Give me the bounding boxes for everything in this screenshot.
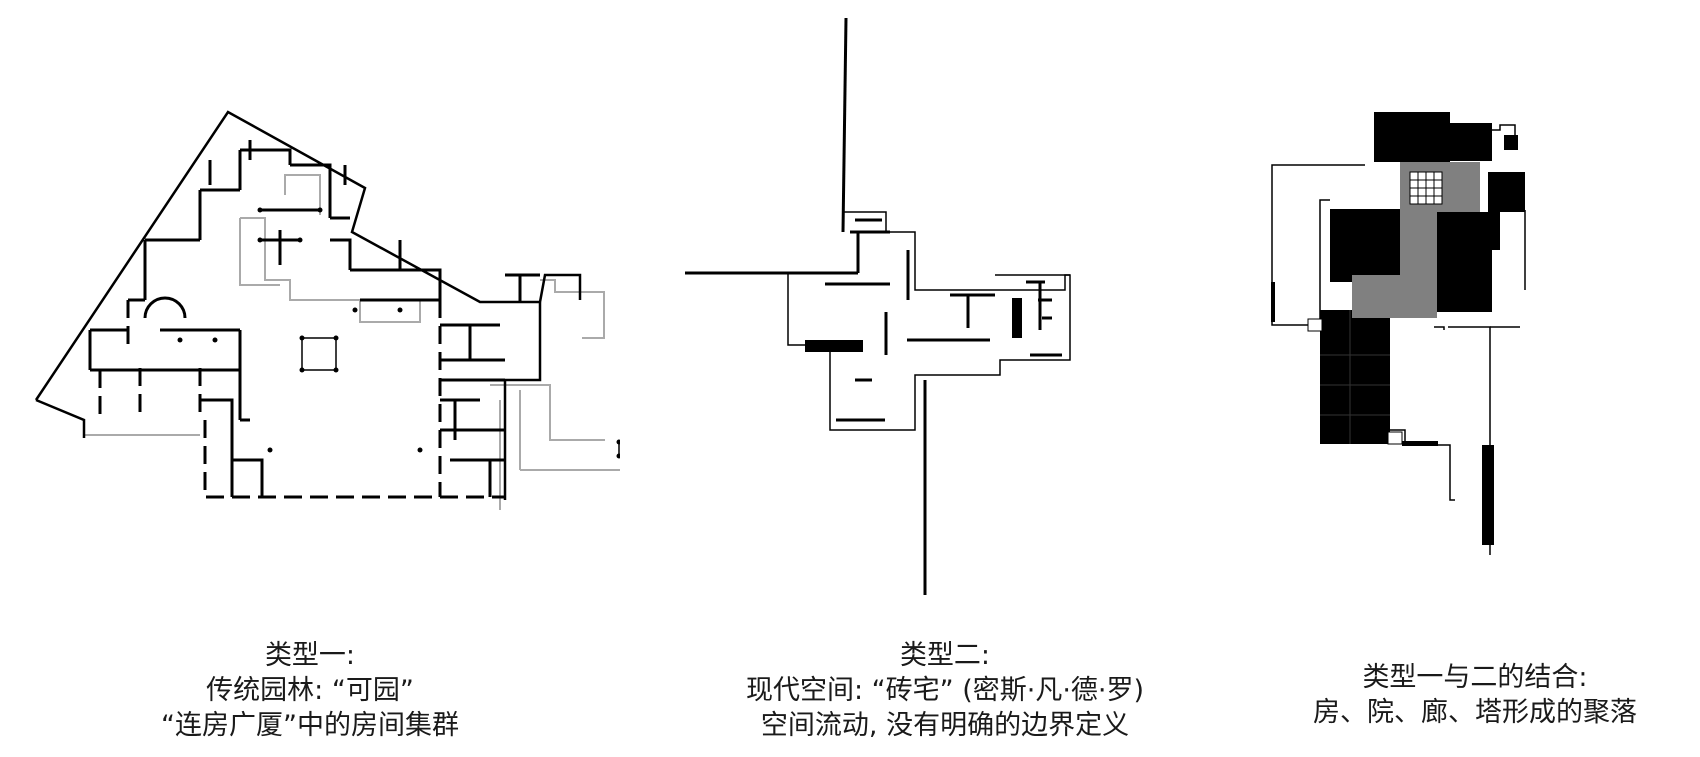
solid-wall-block <box>853 340 863 352</box>
grey-courtyard <box>1352 162 1480 318</box>
building-mass <box>1482 445 1494 545</box>
type-three-line-1: 房、院、廊、塔形成的聚落 <box>1313 697 1637 728</box>
building-mass <box>1320 310 1390 444</box>
building-mass <box>1504 135 1518 150</box>
type-two-plan-drawing <box>685 17 1071 595</box>
type-one-caption: 类型一: 传统园林: “可园” “连房广厦”中的房间集群 <box>0 638 620 743</box>
type-three-caption: 类型一与二的结合: 房、院、廊、塔形成的聚落 <box>1250 660 1700 730</box>
type-three-panel: 类型一与二的结合: 房、院、廊、塔形成的聚落 <box>1250 0 1700 757</box>
type-one-plan-drawing <box>34 110 620 510</box>
type-three-plan-drawing <box>1271 112 1526 555</box>
solid-wall-block <box>1012 298 1022 338</box>
building-mass <box>1330 209 1402 282</box>
type-two-caption: 类型二: 现代空间: “砖宅” (密斯·凡·德·罗) 空间流动, 没有明确的边界… <box>650 638 1240 743</box>
type-two-line-2: 空间流动, 没有明确的边界定义 <box>760 710 1130 741</box>
type-one-line-2: “连房广厦”中的房间集群 <box>161 710 459 741</box>
tower-grid <box>1409 171 1443 205</box>
type-one-panel: 类型一: 传统园林: “可园” “连房广厦”中的房间集群 <box>0 0 620 757</box>
building-mass <box>1374 112 1450 162</box>
hexagon-pavilion <box>618 440 620 458</box>
building-mass <box>1450 123 1492 161</box>
type-one-line-1: 传统园林: “可园” <box>206 675 414 706</box>
solid-wall-block <box>805 340 853 352</box>
connector-square <box>1387 431 1403 445</box>
type-two-title: 类型二: <box>899 640 991 671</box>
building-mass <box>1271 282 1275 322</box>
connector-square <box>1307 318 1323 332</box>
type-two-line-1: 现代空间: “砖宅” (密斯·凡·德·罗) <box>745 675 1145 706</box>
type-one-title: 类型一: <box>264 640 356 671</box>
building-mass <box>1437 212 1492 312</box>
pavilion-square <box>301 337 337 371</box>
type-three-title: 类型一与二的结合: <box>1362 662 1588 693</box>
building-mass <box>1402 441 1438 446</box>
building-mass <box>1492 200 1500 250</box>
arch-shape <box>143 296 187 319</box>
type-two-panel: 类型二: 现代空间: “砖宅” (密斯·凡·德·罗) 空间流动, 没有明确的边界… <box>650 0 1240 757</box>
